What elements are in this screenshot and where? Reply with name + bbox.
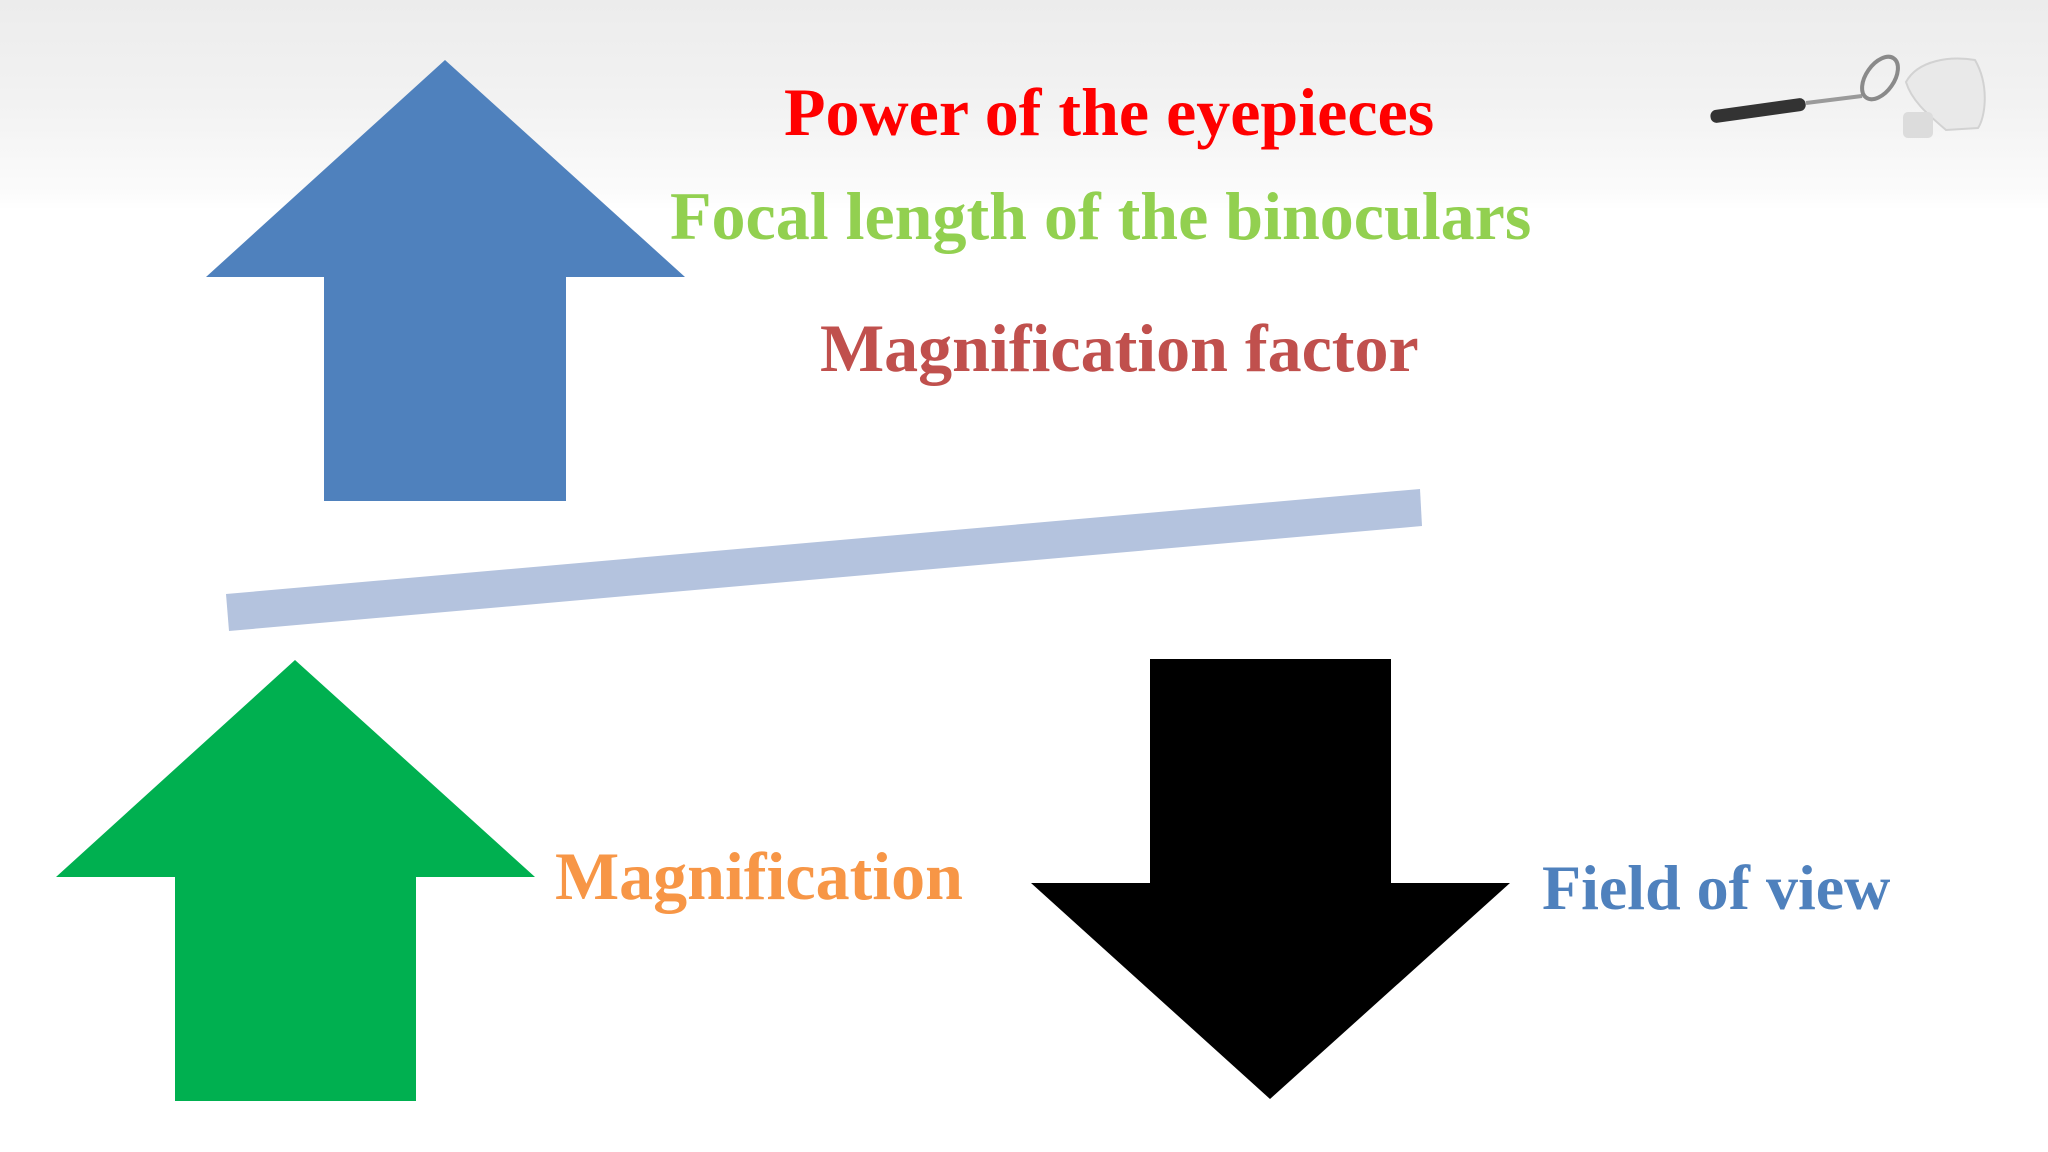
label-magnification-factor: Magnification factor (820, 310, 1419, 386)
magnifying-glass-icon (1710, 54, 1986, 138)
label-power-of-eyepieces: Power of the eyepieces (784, 74, 1435, 150)
arrow-up-green (56, 660, 535, 1101)
arrow-down-black (1031, 659, 1510, 1099)
label-field-of-view: Field of view (1542, 852, 1891, 923)
label-magnification: Magnification (555, 838, 963, 914)
label-focal-length: Focal length of the binoculars (670, 178, 1532, 254)
balance-bar (226, 489, 1422, 631)
arrow-up-blue (206, 60, 685, 501)
